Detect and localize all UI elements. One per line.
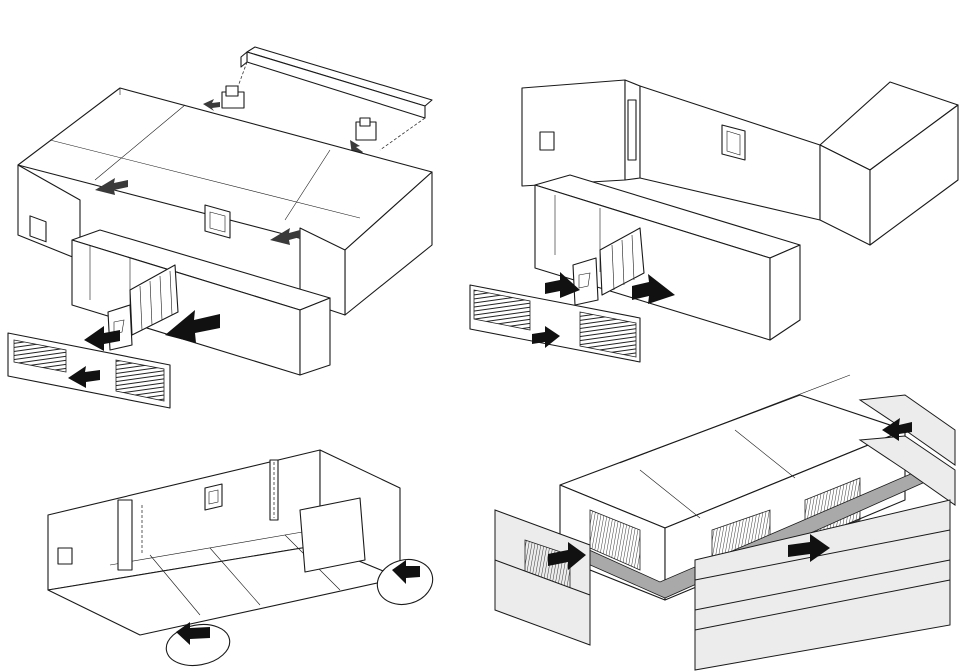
arrow-rotate-right (392, 560, 420, 584)
arrow-rotate-left (176, 622, 210, 645)
arrow-bracket-left (203, 99, 220, 111)
rear-rail (240, 46, 433, 119)
arrow-bracket-right (350, 140, 363, 155)
fan-tray (71, 229, 331, 376)
arrow-install-grille (532, 326, 560, 348)
arrow-insert-tray (632, 274, 675, 304)
arrow-attach-right-panel (882, 418, 912, 441)
bracket-left (221, 85, 245, 109)
panel-2-insert-fan-tray (469, 79, 959, 363)
arrow-insert-handle (545, 272, 580, 298)
arrow-side-right (270, 228, 300, 245)
right-box (819, 81, 959, 246)
panel-3-rotate-supports (47, 449, 434, 667)
side-mesh-left (589, 509, 641, 571)
side-panel-left-lower (494, 559, 591, 646)
enclosure-body (17, 87, 433, 316)
panel-4-attach-panels (494, 374, 956, 671)
arrow-attach-left-panel (548, 542, 586, 570)
arrow-side-left (95, 178, 128, 195)
fan-tray-insert (534, 174, 801, 341)
arrow-remove-grille (68, 366, 100, 388)
rear-panel (521, 79, 821, 221)
arrow-pull-handle (84, 326, 120, 351)
front-panel-4 (694, 579, 951, 671)
arrow-attach-front-panel (788, 534, 830, 562)
arrow-pull-tray (165, 310, 220, 343)
panel-1-remove-fan-tray (7, 46, 433, 409)
front-grille-insert (469, 284, 641, 363)
bracket-right (355, 117, 377, 141)
front-grille (7, 332, 171, 409)
